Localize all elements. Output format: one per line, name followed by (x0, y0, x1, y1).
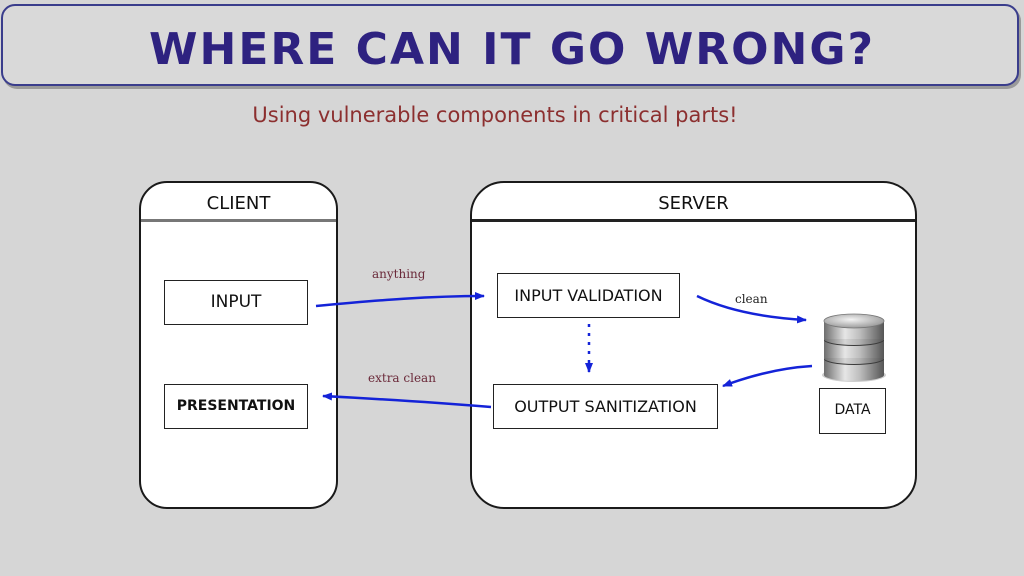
output-sanitization-box: OUTPUT SANITIZATION (493, 384, 718, 429)
data-box-label: DATA (834, 402, 871, 418)
client-panel: CLIENT (139, 181, 338, 509)
input-validation-box: INPUT VALIDATION (497, 273, 680, 318)
data-box: DATA (819, 388, 886, 434)
client-label: CLIENT (206, 193, 271, 214)
arrow-data-to-sanitization (722, 364, 813, 388)
label-extra-clean: extra clean (368, 371, 436, 385)
title-banner: Where can it go wrong? (1, 4, 1019, 86)
server-label: SERVER (658, 193, 729, 214)
label-clean: clean (735, 292, 768, 306)
presentation-box-label: PRESENTATION (176, 398, 296, 414)
output-sanitization-label: OUTPUT SANITIZATION (514, 397, 697, 416)
presentation-box: PRESENTATION (164, 384, 308, 429)
arrow-validation-to-data (696, 294, 807, 324)
slide-subtitle: Using vulnerable components in critical … (252, 103, 738, 127)
input-box: INPUT (164, 280, 308, 325)
input-box-label: INPUT (210, 292, 262, 312)
input-validation-label: INPUT VALIDATION (514, 286, 663, 305)
database-icon (822, 313, 886, 382)
server-header: SERVER (472, 183, 915, 222)
arrow-sanitization-to-presentation (322, 392, 492, 409)
client-header: CLIENT (141, 183, 336, 222)
slide-title: Where can it go wrong? (149, 24, 875, 75)
arrow-input-to-validation (315, 292, 485, 308)
label-anything: anything (372, 267, 426, 281)
